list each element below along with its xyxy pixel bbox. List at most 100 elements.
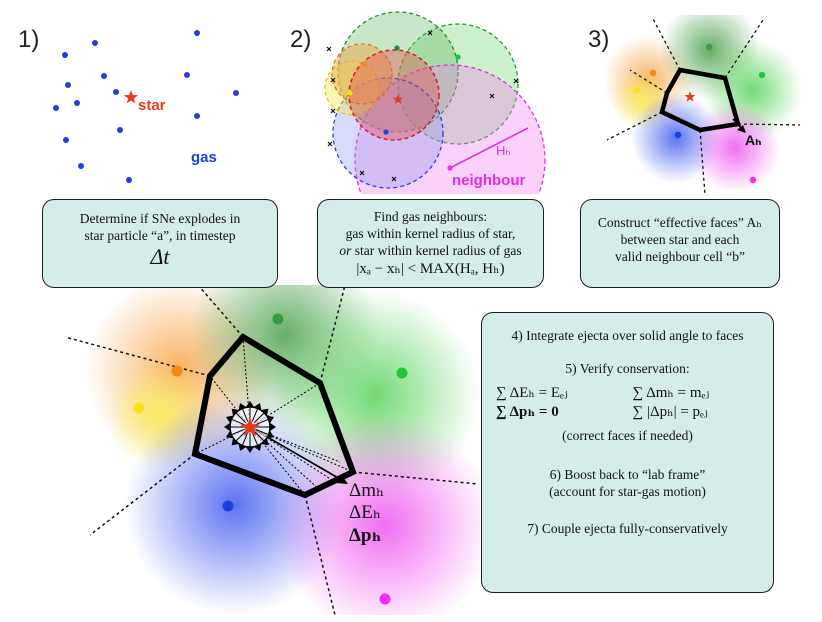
gas-particle xyxy=(65,82,71,88)
gas-particle-yellow xyxy=(133,402,145,414)
step4-text: 4) Integrate ejecta over solid angle to … xyxy=(511,328,744,343)
burst-ray xyxy=(231,428,245,436)
burst-arrowhead xyxy=(246,401,254,407)
momentum-arrowhead xyxy=(336,474,348,484)
kernel-radius-label: Hₕ xyxy=(496,143,511,158)
gas-particle-green xyxy=(455,54,461,60)
effective-faces-polygon xyxy=(659,67,741,133)
star-icon xyxy=(393,94,403,104)
burst-ray xyxy=(251,408,259,422)
step5-note: (correct faces if needed) xyxy=(562,428,693,443)
cross-mark xyxy=(327,141,333,147)
burst-arrowhead xyxy=(238,443,247,452)
caption2-line4: |xₐ − xₕ| < MAX(Hₐ, Hₕ) xyxy=(356,261,505,277)
caption-box-3: Construct “effective faces” Aₕ between s… xyxy=(580,199,780,288)
caption1-line1: Determine if SNe explodes in xyxy=(79,211,241,226)
main-particles xyxy=(133,313,408,605)
gas-particle-darkgreen xyxy=(705,43,713,51)
panel2-kernels xyxy=(324,11,546,256)
gas-label: gas xyxy=(191,149,217,166)
gas-particle-orange xyxy=(649,69,657,77)
burst-ray xyxy=(241,432,249,446)
burst-arrowhead xyxy=(246,447,254,453)
caption1-line3: Δt xyxy=(150,244,170,269)
cross-mark xyxy=(330,77,336,83)
voronoi-edge xyxy=(606,111,663,141)
gas-particle xyxy=(63,137,69,143)
burst-arrowhead xyxy=(224,423,230,431)
star-icon xyxy=(684,91,696,102)
gas-particle-magenta xyxy=(749,176,757,184)
burst-arrowhead xyxy=(270,423,276,431)
mask-strip xyxy=(300,194,560,200)
kernel-circle-orange xyxy=(331,43,393,105)
caption1-line2: star particle “a”, in timestep xyxy=(84,228,236,243)
cell-shade-magenta xyxy=(690,103,780,193)
star-icon xyxy=(240,417,260,437)
caption2-line3-rest: star within kernel radius of gas xyxy=(351,243,522,258)
burst-arrowhead xyxy=(261,408,269,416)
burst-ray xyxy=(241,408,249,422)
conservation-equations: ∑ ΔEₕ = Eₑⱼ ∑ Δmₕ = mₑⱼ ∑ Δpₕ = 0 ∑ |Δpₕ… xyxy=(496,383,759,421)
gas-particle xyxy=(117,127,123,133)
burst-arrowhead xyxy=(253,402,262,411)
step6-line2: (account for star-gas motion) xyxy=(549,484,706,499)
momentum-equation: ∑ Δpₕ = 0 xyxy=(496,404,559,420)
gas-particle xyxy=(233,90,239,96)
cross-mark xyxy=(513,78,519,84)
gas-particle xyxy=(62,52,68,58)
burst-arrowhead xyxy=(266,415,275,424)
gas-particle-green xyxy=(396,367,408,379)
gas-particle-blue xyxy=(674,131,682,139)
step5-text: 5) Verify conservation: xyxy=(565,361,690,376)
energy-equation: ∑ ΔEₕ = Eₑⱼ xyxy=(496,385,568,401)
voronoi-edge xyxy=(304,494,336,615)
gas-particle-darkgreen xyxy=(394,45,400,51)
momentum-magnitude-equation: ∑ |Δpₕ| = pₑⱼ xyxy=(632,404,708,420)
star-label: star xyxy=(138,97,166,114)
gas-particle-darkgreen xyxy=(272,313,284,325)
star-burst-arrows xyxy=(224,401,276,453)
ejecta-ray xyxy=(209,375,251,428)
effective-faces-polygon xyxy=(191,333,357,499)
panel2-particles xyxy=(347,45,461,171)
face-vector-label: Aₕ xyxy=(745,132,762,148)
burst-arrowhead xyxy=(238,402,247,411)
burst-ray xyxy=(235,412,247,424)
gas-particle-magenta xyxy=(379,593,391,605)
gas-particle-blue xyxy=(222,500,234,512)
gas-particle-yellow xyxy=(633,86,641,94)
gas-particle xyxy=(101,73,107,79)
voronoi-edge xyxy=(89,453,196,536)
step7-text: 7) Couple ejecta fully-conservatively xyxy=(527,521,728,536)
delta-energy-label: ΔEₕ xyxy=(349,502,381,523)
star-icon xyxy=(124,90,138,104)
panel2-crosses xyxy=(326,30,519,182)
cell-shade-magenta xyxy=(275,415,480,615)
panel-number-1: 1) xyxy=(18,26,40,53)
burst-ray xyxy=(231,418,245,426)
voronoi-edge xyxy=(352,471,479,485)
burst-arrowhead xyxy=(231,408,239,416)
cross-mark xyxy=(489,93,495,99)
kernel-radius-line xyxy=(449,127,529,169)
caption-box-1: Determine if SNe explodes in star partic… xyxy=(42,199,278,288)
gas-particle xyxy=(78,163,84,169)
burst-arrowhead xyxy=(225,430,234,439)
ejecta-ray xyxy=(249,426,306,496)
voronoi-edge xyxy=(319,285,346,384)
burst-ray xyxy=(255,418,269,426)
cross-mark xyxy=(359,170,365,176)
gas-particle xyxy=(74,100,80,106)
gas-particle xyxy=(194,113,200,119)
burst-arrowhead xyxy=(225,415,234,424)
gas-particle-blue xyxy=(383,129,389,135)
cross-mark xyxy=(391,176,397,182)
cross-mark xyxy=(326,46,332,52)
kernel-circle-darkgreen xyxy=(337,11,459,133)
burst-ray xyxy=(235,430,247,442)
caption3-line2: between star and each xyxy=(620,232,740,247)
panel-number-2: 2) xyxy=(290,26,312,53)
voronoi-edge xyxy=(64,336,211,377)
